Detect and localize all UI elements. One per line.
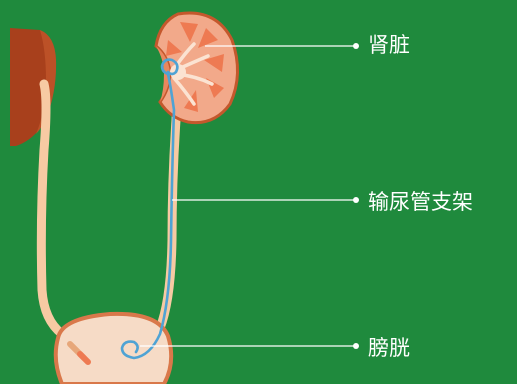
bladder-label: 膀胱	[368, 336, 410, 360]
left-ureter	[41, 84, 62, 334]
bladder-icon	[56, 314, 171, 384]
right-kidney-icon	[156, 13, 238, 123]
ureteral-stent-label: 输尿管支架	[368, 190, 473, 214]
kidney-label: 肾脏	[368, 33, 410, 57]
